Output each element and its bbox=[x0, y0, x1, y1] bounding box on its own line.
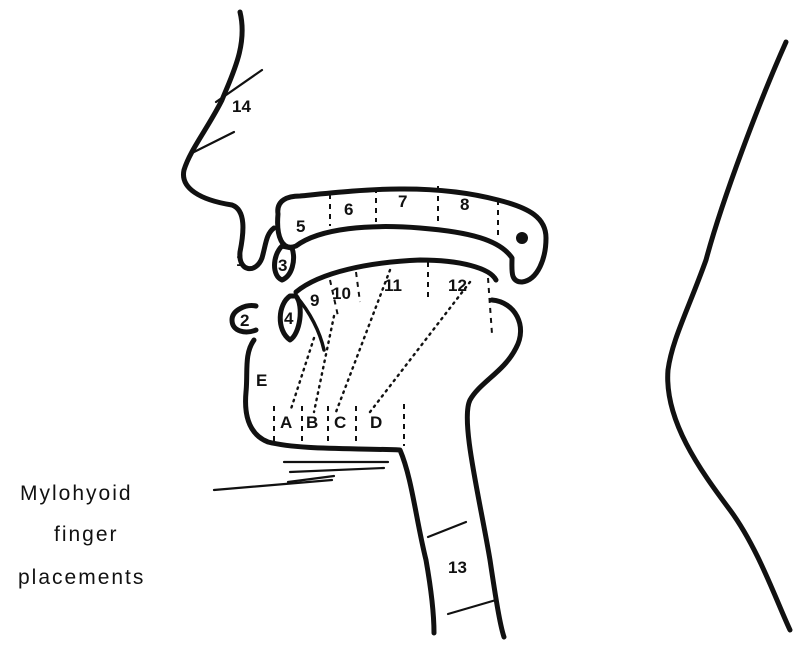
throat-outline bbox=[467, 300, 520, 637]
label-2: 2 bbox=[240, 311, 249, 330]
label-d: D bbox=[370, 413, 382, 432]
neck-tick-2 bbox=[448, 600, 496, 614]
caption-line-2: finger bbox=[54, 523, 119, 546]
label-a: A bbox=[280, 413, 292, 432]
mylohyoid-mark-2 bbox=[290, 468, 384, 472]
label-6: 6 bbox=[344, 200, 353, 219]
label-11: 11 bbox=[384, 276, 402, 295]
label-12: 12 bbox=[448, 276, 467, 295]
label-13: 13 bbox=[448, 558, 467, 577]
label-4: 4 bbox=[284, 309, 294, 328]
label-14: 14 bbox=[232, 97, 251, 116]
caption-line-1: Mylohyoid bbox=[20, 482, 133, 505]
tongue-divider-10-11 bbox=[356, 272, 360, 302]
skull-back-outline bbox=[668, 42, 790, 630]
label-10: 10 bbox=[332, 284, 351, 303]
mylohyoid-leader-line bbox=[214, 480, 332, 490]
label-c: C bbox=[334, 413, 346, 432]
projection-line-a bbox=[290, 338, 314, 412]
label-9: 9 bbox=[310, 291, 319, 310]
label-3: 3 bbox=[278, 256, 287, 275]
tongue-divider-12-end bbox=[488, 278, 492, 334]
palate-dot bbox=[516, 232, 528, 244]
label-7: 7 bbox=[398, 192, 407, 211]
label-8: 8 bbox=[460, 195, 469, 214]
hard-palate-band bbox=[278, 189, 546, 282]
label-b: B bbox=[306, 413, 318, 432]
label-5: 5 bbox=[296, 217, 305, 236]
jaw-outline bbox=[246, 340, 434, 633]
face-profile-outline bbox=[183, 12, 274, 269]
label-e: E bbox=[256, 371, 267, 390]
projection-line-d bbox=[370, 282, 470, 412]
neck-tick-1 bbox=[428, 522, 466, 537]
caption-line-3: placements bbox=[18, 566, 145, 589]
label-1: 1 bbox=[236, 251, 245, 270]
